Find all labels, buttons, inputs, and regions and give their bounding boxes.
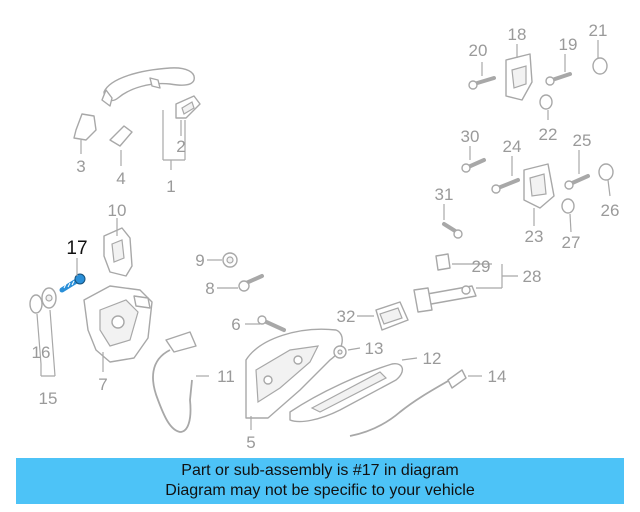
callout-29: 29 — [472, 257, 491, 276]
part-3-bezel — [73, 113, 97, 141]
part-20-bolt — [468, 76, 496, 90]
part-9-nut — [222, 252, 238, 268]
part-15-plate — [41, 287, 57, 309]
callout-20: 20 — [469, 41, 488, 60]
part-22-bushing — [539, 94, 553, 110]
part-30-bolt — [461, 158, 486, 173]
callout-16: 16 — [32, 343, 51, 362]
callout-6: 6 — [231, 315, 240, 334]
part-14-cable — [349, 369, 467, 437]
callout-1: 1 — [166, 177, 175, 196]
callout-3: 3 — [76, 157, 85, 176]
callout-26: 26 — [601, 201, 620, 220]
callout-5: 5 — [246, 433, 255, 452]
part-31-bolt — [442, 222, 463, 239]
callout-19: 19 — [559, 35, 578, 54]
callout-15: 15 — [39, 389, 58, 408]
part-29-pad — [435, 253, 451, 271]
callout-24: 24 — [503, 137, 522, 156]
part-6-bolt — [257, 315, 286, 332]
part-17-bolt — [59, 273, 86, 293]
part-25-bolt — [564, 174, 590, 190]
part-10-bracket — [103, 227, 133, 277]
callout-11: 11 — [217, 367, 235, 386]
callout-14: 14 — [488, 367, 507, 386]
callout-17: 17 — [66, 238, 87, 259]
part-8-bolt — [238, 274, 264, 292]
leader-lines — [36, 40, 611, 430]
callout-10: 10 — [108, 201, 127, 220]
callout-7: 7 — [98, 375, 107, 394]
callout-4: 4 — [116, 169, 125, 188]
callout-labels: 1 2 3 4 5 6 7 8 9 10 11 12 13 14 15 16 1… — [32, 21, 620, 452]
callout-12: 12 — [423, 349, 442, 368]
banner-line-1: Part or sub-assembly is #17 in diagram — [181, 462, 459, 479]
callout-32: 32 — [337, 307, 356, 326]
info-banner: Part or sub-assembly is #17 in diagram D… — [16, 458, 624, 504]
part-4-gasket — [109, 125, 133, 147]
part-26-cap — [598, 163, 614, 181]
part-28-check-strap — [413, 285, 477, 313]
part-27-bushing — [561, 198, 575, 214]
callout-22: 22 — [539, 125, 558, 144]
callout-8: 8 — [205, 279, 214, 298]
part-11-cable — [152, 331, 197, 433]
callout-28: 28 — [523, 267, 542, 286]
banner-line-2: Diagram may not be specific to your vehi… — [165, 482, 475, 499]
part-21-cap — [592, 57, 608, 75]
part-16-washer — [29, 294, 43, 314]
callout-9: 9 — [195, 251, 204, 270]
callout-27: 27 — [562, 233, 581, 252]
part-1-outer-handle — [101, 67, 195, 107]
part-13-washer — [333, 345, 347, 359]
part-2-handle-cap — [175, 95, 201, 119]
callout-25: 25 — [573, 131, 592, 150]
part-7-latch — [83, 285, 153, 363]
callout-21: 21 — [589, 21, 608, 40]
callout-18: 18 — [508, 25, 527, 44]
callout-30: 30 — [461, 127, 480, 146]
part-12-inner-handle — [289, 363, 403, 423]
callout-23: 23 — [525, 227, 544, 246]
part-5-carrier — [245, 328, 343, 419]
part-24-bolt — [491, 178, 520, 194]
callout-2: 2 — [176, 137, 185, 156]
part-18-upper-hinge — [505, 53, 533, 101]
callout-13: 13 — [365, 339, 384, 358]
callout-31: 31 — [435, 185, 454, 204]
part-19-bolt — [545, 72, 572, 86]
part-23-lower-hinge — [523, 163, 555, 209]
part-32-connector — [375, 301, 409, 331]
